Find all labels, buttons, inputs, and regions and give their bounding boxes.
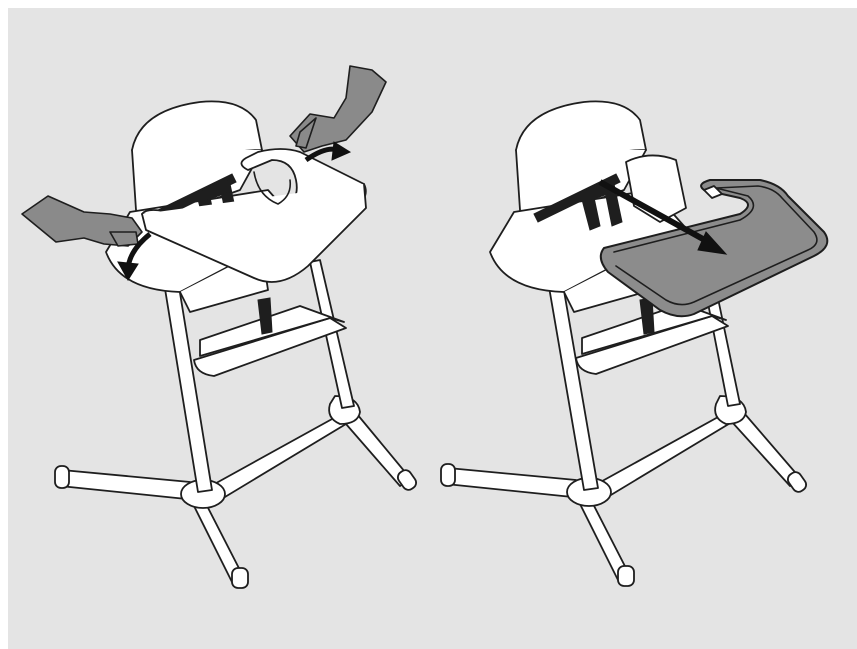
- left-hand-left-step: [22, 196, 142, 246]
- right-hand-left-step: [290, 66, 386, 152]
- step-2-illustration: [441, 101, 827, 586]
- chair-base-left: [55, 396, 418, 588]
- step-1-illustration: [22, 66, 418, 588]
- chair-base-right: [441, 396, 808, 586]
